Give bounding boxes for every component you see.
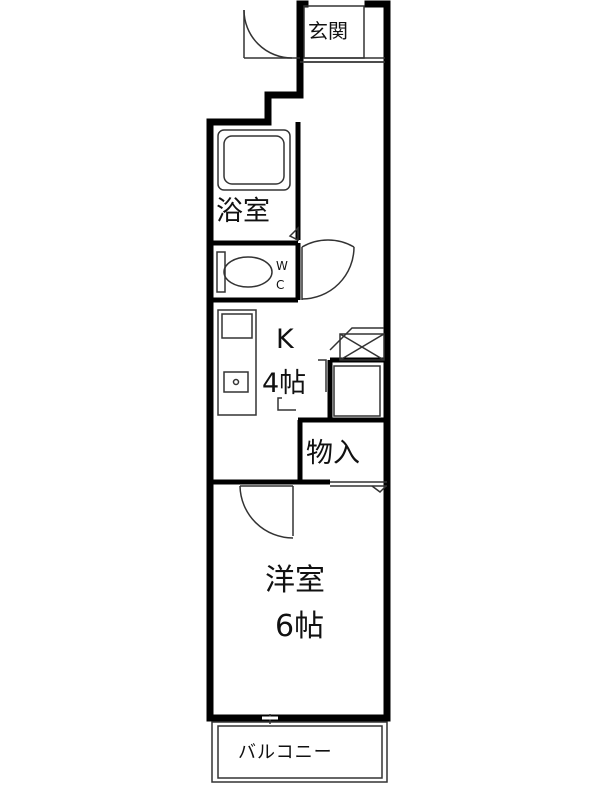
inner-walls [210,122,387,485]
toilet-label-w: W [276,259,288,273]
balcony-label: バルコニー [238,742,333,763]
entrance-label: 玄関 [308,19,348,43]
western-room-name-label: 洋室 [265,563,325,598]
kitchen-name-label: K [276,324,295,355]
kitchen-size-label: 4帖 [262,368,306,399]
toilet-label-c: C [276,278,284,292]
thin-details [211,5,388,783]
bath-label: 浴室 [216,196,270,227]
storage-label: 物入 [306,438,360,469]
western-room-size-label: 6帖 [275,609,324,644]
